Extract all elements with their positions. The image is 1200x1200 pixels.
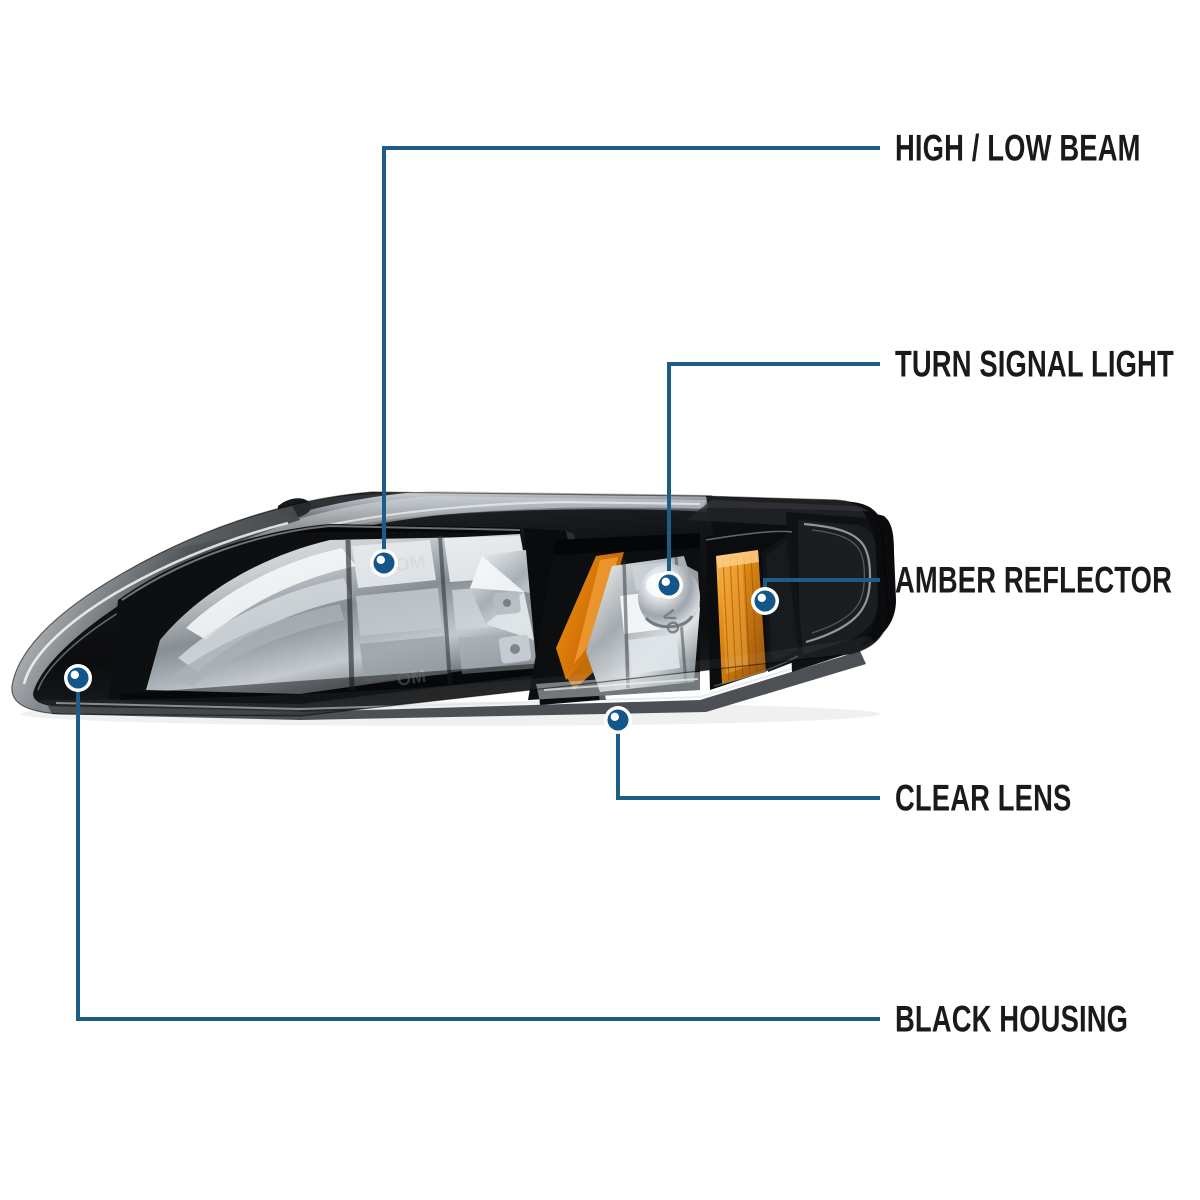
marker-disc-black-housing[interactable] <box>67 667 89 689</box>
callout-label-clear-lens: CLEAR LENS <box>895 777 1072 819</box>
marker-dot-turn-signal-light <box>661 577 670 586</box>
marker-dot-high-low-beam <box>376 555 385 564</box>
amber-reflector-chamber <box>705 529 804 690</box>
svg-text:OM: OM <box>393 551 427 577</box>
high-low-beam-chamber: OM OM <box>108 524 560 704</box>
svg-text:OM: OM <box>395 666 427 690</box>
callout-label-turn-signal-light: TURN SIGNAL LIGHT <box>895 343 1174 385</box>
callout-black-housing <box>64 664 880 1021</box>
marker-disc-clear-lens[interactable] <box>607 709 629 731</box>
leader-line-black-housing <box>76 676 880 1021</box>
marker-disc-turn-signal-light[interactable] <box>658 574 680 596</box>
leader-line-clear-lens <box>616 718 880 800</box>
leader-line-high-low-beam <box>382 146 880 565</box>
leader-line-turn-signal-light <box>667 362 880 587</box>
marker-dot-clear-lens <box>610 712 619 721</box>
marker-dot-black-housing <box>70 670 80 679</box>
callout-turn-signal-light <box>655 362 880 599</box>
callout-label-high-low-beam: HIGH / LOW BEAM <box>895 127 1141 169</box>
callout-clear-lens <box>604 706 880 800</box>
marker-disc-amber-reflector[interactable] <box>754 590 776 612</box>
callout-label-black-housing: BLACK HOUSING <box>895 998 1129 1040</box>
callout-high-low-beam <box>370 146 880 577</box>
marker-disc-high-low-beam[interactable] <box>373 552 395 574</box>
callout-label-amber-reflector: AMBER REFLECTOR <box>895 559 1173 601</box>
clear-lens-right-corner <box>786 510 896 672</box>
callout-amber-reflector <box>751 578 880 615</box>
marker-dot-amber-reflector <box>757 593 766 602</box>
leader-line-amber-reflector <box>763 578 880 603</box>
